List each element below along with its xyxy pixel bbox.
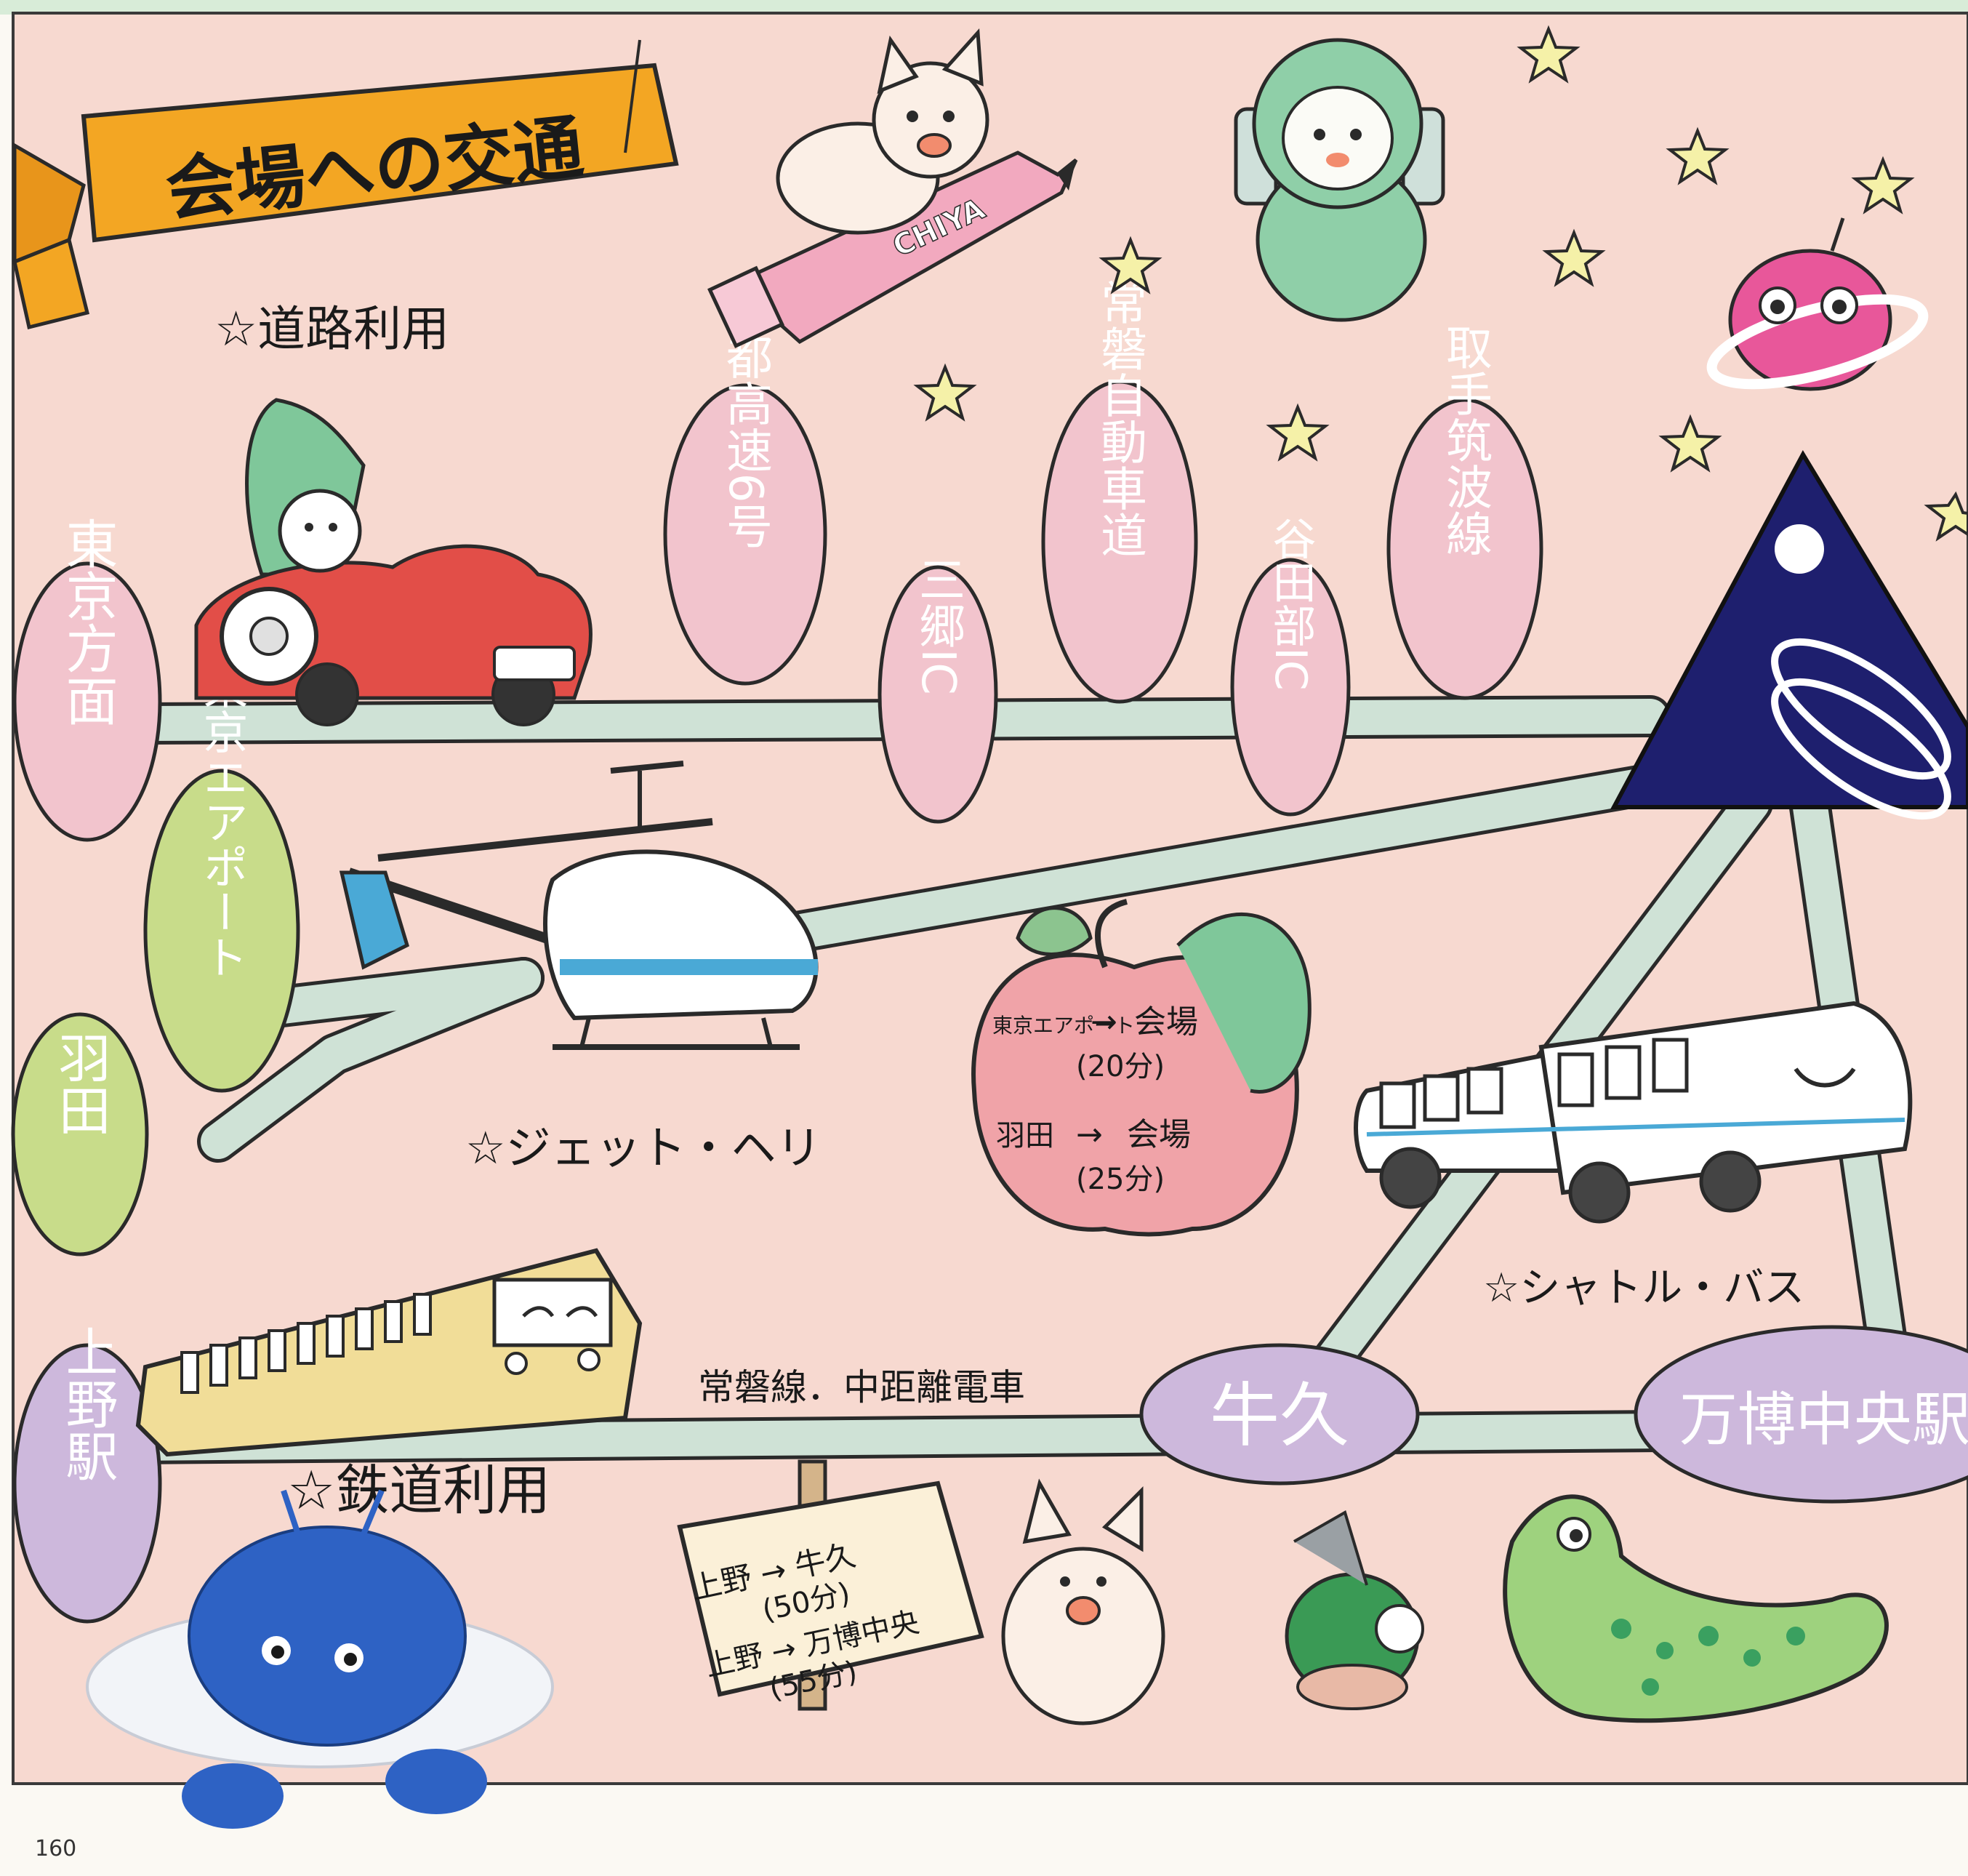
pink-alien-character: [1706, 217, 1929, 391]
bus-icon: [1354, 1001, 1913, 1224]
apple-line1-from: 東京エアポート: [992, 1014, 1135, 1038]
svg-text:東京エアポート: 東京エアポート: [196, 664, 249, 979]
train-icon: [135, 1248, 643, 1457]
heli-section-label: ☆ジェット・ヘリ: [465, 1121, 822, 1174]
svg-text:羽田: 羽田: [49, 1031, 111, 1136]
star-icons: [913, 25, 1968, 542]
star-icon: [913, 363, 977, 422]
apple-times-card: 東京エアポート → 会場 (20分) 羽田 → 会場 (25分): [971, 899, 1312, 1237]
ufo-character: [86, 1489, 554, 1829]
road-node-yatabe-ic: 谷田部IC: [1230, 516, 1351, 817]
svg-text:東京方面: 東京方面: [57, 517, 118, 726]
road-node-misato-ic: 三郷IC: [877, 556, 998, 824]
star-icon: [1851, 156, 1915, 215]
star-icon: [1924, 491, 1968, 542]
svg-text:万博中央駅: 万博中央駅: [1679, 1386, 1968, 1454]
apple-line2-to: 会場: [1127, 1116, 1191, 1153]
star-icon: [1658, 414, 1722, 473]
heli-node-haneda: 羽田: [11, 1012, 149, 1256]
green-monster-character: [1503, 1494, 1889, 1723]
apple-line2-arrow: →: [1076, 1116, 1103, 1153]
cat-character: [1001, 1478, 1165, 1725]
road-network: [110, 695, 1948, 1464]
star-icon: [1517, 25, 1581, 84]
svg-text:常磐自動車道: 常磐自動車道: [1093, 278, 1146, 558]
rail-node-ueno: 上野駅: [12, 1325, 162, 1624]
road-node-toride-tsukuba-line: 取手筑波線: [1386, 324, 1543, 700]
bus-section-label: ☆シャトル・バス: [1483, 1264, 1804, 1312]
venue-pyramid-icon: [1610, 449, 1968, 820]
signboard-icon: 上野 → 牛久 (50分) 上野 → 万博中央 (55分): [677, 1459, 984, 1711]
rail-node-ushiku: 牛久: [1139, 1343, 1420, 1486]
star-icon: [1666, 127, 1730, 185]
road-section-label: ☆道路利用: [214, 301, 449, 357]
heli-node-tokyo-airport: 東京エアポート: [143, 664, 300, 1093]
rail-line-label: 常磐線．中距離電車: [698, 1366, 1025, 1408]
star-icon: [1266, 403, 1330, 462]
rail-node-expo-center: 万博中央駅: [1634, 1325, 1968, 1504]
svg-text:取手筑波線: 取手筑波線: [1438, 324, 1492, 556]
rail-section-label: ☆鉄道利用: [287, 1459, 550, 1522]
page-number: 160: [35, 1836, 77, 1861]
astronaut-cat-character: [1234, 38, 1445, 322]
car-icon: [194, 398, 593, 726]
star-icon: [1542, 228, 1606, 287]
apple-line1-to: 会場: [1134, 1003, 1198, 1041]
svg-text:牛久: 牛久: [1210, 1375, 1349, 1456]
cat-on-pencil-character: CHIYA: [707, 28, 1078, 348]
apple-line2-time: (25分): [1076, 1163, 1165, 1196]
svg-text:三郷IC: 三郷IC: [911, 556, 965, 695]
apple-line1-time: (20分): [1076, 1050, 1165, 1083]
road-node-tokyo-direction: 東京方面: [12, 517, 162, 842]
apple-line1-arrow: →: [1091, 1003, 1117, 1041]
apple-line2-from: 羽田: [996, 1119, 1054, 1153]
road-node-joban-expressway: 常磐自動車道: [1041, 278, 1198, 704]
svg-text:谷田部IC: 谷田部IC: [1265, 516, 1316, 691]
svg-text:上野駅: 上野駅: [57, 1325, 118, 1482]
helicopter-icon: [339, 761, 819, 1050]
star-icon: [1099, 236, 1162, 294]
mole-digger-character: [1285, 1510, 1424, 1710]
